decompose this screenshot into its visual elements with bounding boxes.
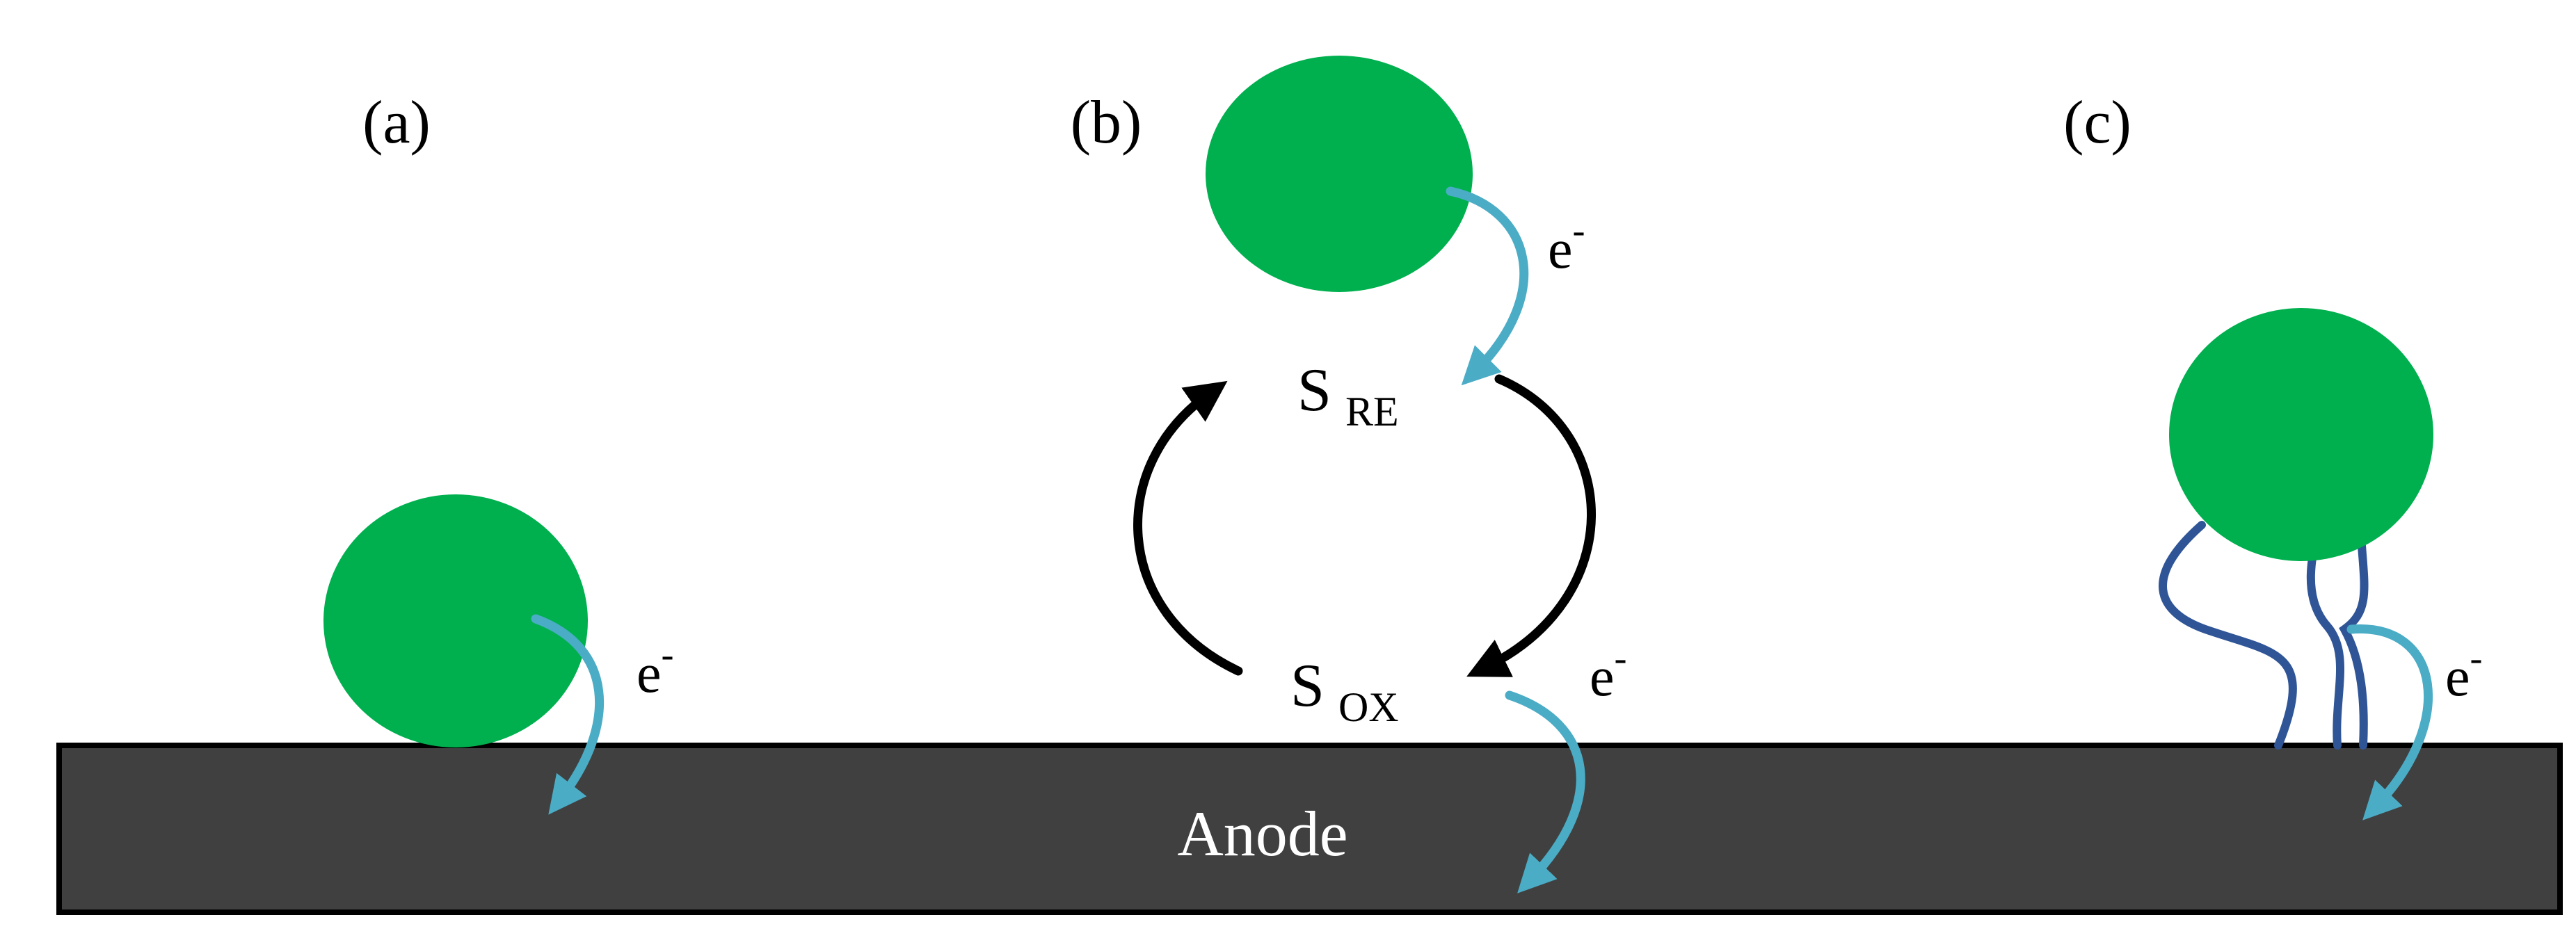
panel-a: e- [323,494,674,815]
panel-c: e- [2159,308,2483,820]
bacterium-cell-a [323,494,588,747]
electron-arrow-b-top [1446,186,1529,386]
pilus-right [2339,542,2369,750]
panel-label-b: (b) [1071,89,1142,156]
bacterium-cell-c [2169,308,2433,561]
anode-label: Anode [1177,798,1347,869]
panel-label-c: (c) [2063,89,2131,156]
pilus-left [2159,521,2297,750]
cycle-arrow-reduction [1133,380,1243,676]
electron-arrow-b-bottom [1505,690,1585,893]
electron-label-b-bottom: e- [1590,637,1627,708]
cycle-arrow-oxidation [1466,374,1596,677]
electron-label-a: e- [637,633,674,704]
panel-label-a: (a) [362,89,431,156]
anode-electrode [56,743,2563,915]
electron-arrow-c [2346,624,2433,820]
bacterium-cell-b [1206,56,1473,292]
electron-label-b-top: e- [1548,209,1585,280]
electron-arrow-a [531,614,605,815]
electron-label-c: e- [2445,637,2483,708]
